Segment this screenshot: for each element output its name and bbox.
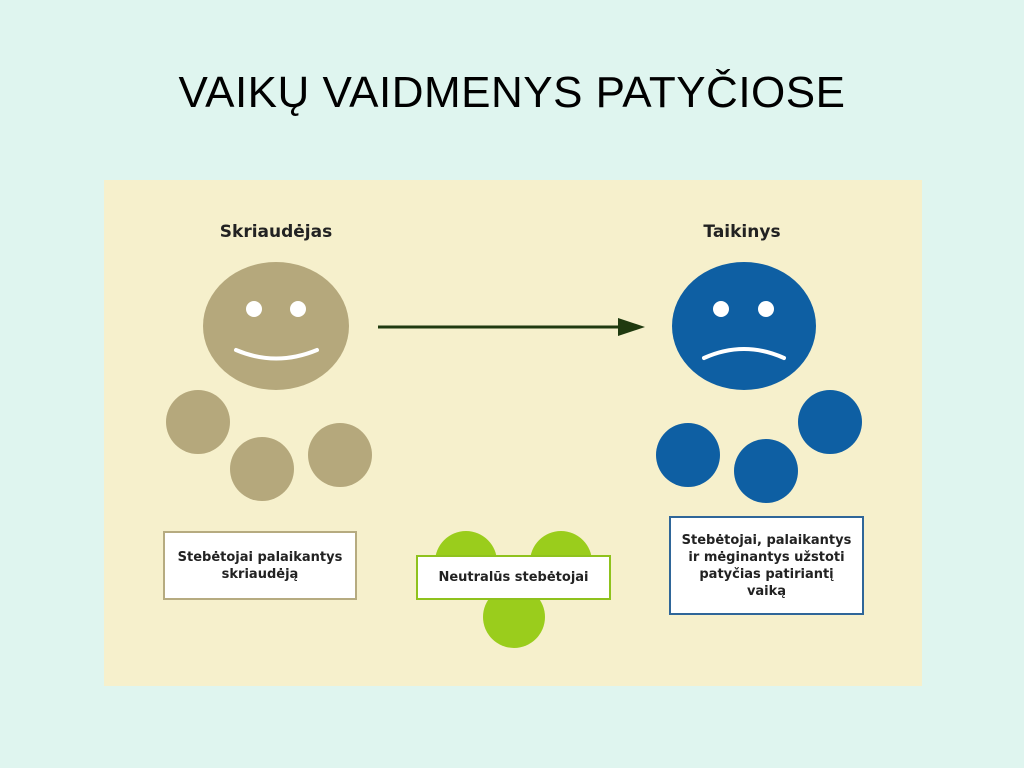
smiley-face-icon [203, 262, 349, 390]
aggressor-label: Skriaudėjas [219, 222, 333, 242]
aggressor-supporter-circle [308, 423, 372, 487]
target-supporters-box: Stebėtojai, palaikantys ir mėginantys už… [669, 516, 864, 615]
aggressor-supporter-circle [166, 390, 230, 454]
neutral-bystanders-box: Neutralūs stebėtojai [416, 555, 611, 600]
neutral-bystanders-text: Neutralūs stebėtojai [438, 570, 589, 585]
diagram-canvas [104, 180, 922, 686]
slide-title: VAIKŲ VAIDMENYS PATYČIOSE [178, 68, 846, 117]
aggressor-supporters-text: Stebėtojai palaikantys skriaudėją [177, 549, 343, 582]
aggressor-supporters-box: Stebėtojai palaikantys skriaudėją [163, 531, 357, 600]
target-supporter-circle [656, 423, 720, 487]
target-supporter-circle [734, 439, 798, 503]
target-supporter-circle [798, 390, 862, 454]
sad-face-icon [672, 262, 816, 390]
target-label: Taikinys [703, 222, 781, 242]
target-supporters-text: Stebėtojai, palaikantys ir mėginantys už… [681, 532, 852, 599]
aggressor-supporter-circle [230, 437, 294, 501]
bullying-roles-diagram: Skriaudėjas Taikinys Stebėtojai palaikan… [104, 180, 922, 686]
neutral-bystander-circle [483, 586, 545, 648]
arrow-right-icon [378, 318, 645, 336]
